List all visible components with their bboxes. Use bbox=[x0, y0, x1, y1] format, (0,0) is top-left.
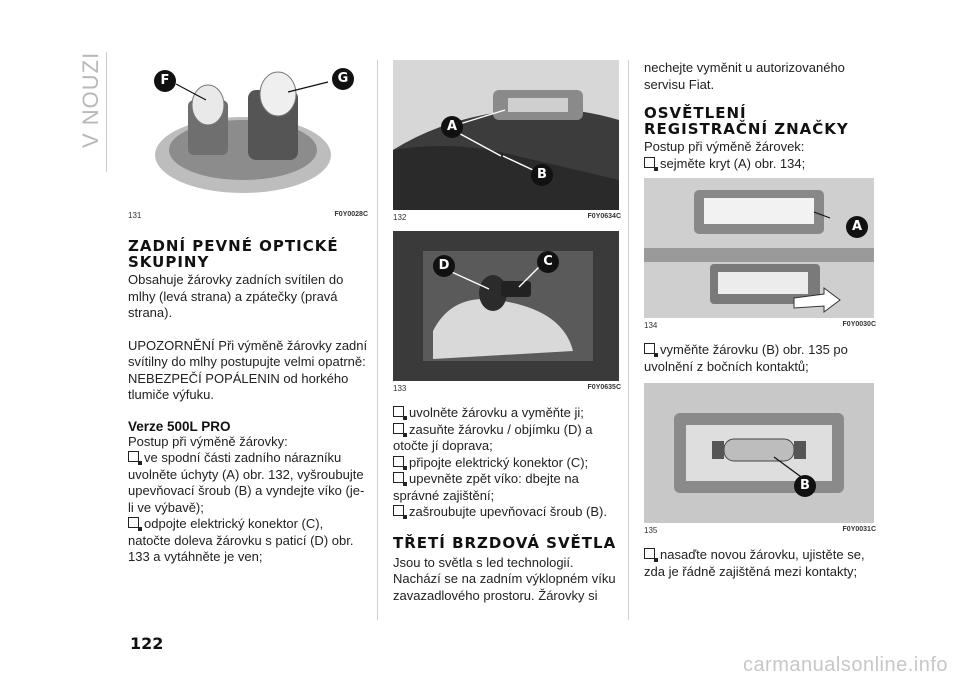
section-tab: V NOUZI bbox=[78, 51, 103, 148]
bulb-connector-illustration bbox=[423, 251, 593, 361]
bullet-icon bbox=[393, 406, 407, 420]
callout-b: B bbox=[531, 164, 553, 186]
callout-a: A bbox=[846, 216, 868, 238]
warning-paragraph: UPOZORNĚNÍ Při výměně žárovky zadní svít… bbox=[128, 337, 368, 403]
figure-134: A bbox=[644, 178, 874, 318]
section-heading: TŘETÍ BRZDOVÁ SVĚTLA bbox=[393, 533, 617, 552]
column-3: nechejte vyměnit u autorizovaného servis… bbox=[644, 60, 876, 580]
figure-caption: 135 F0Y0031C bbox=[644, 526, 876, 535]
list-item: zasuňte žárovku / objímku (D) a otočte j… bbox=[393, 421, 593, 453]
figure-133: D C bbox=[393, 231, 619, 381]
subheading: Verze 500L PRO bbox=[128, 418, 231, 434]
figure-number: 131 bbox=[128, 211, 142, 220]
bullet-icon bbox=[128, 517, 142, 531]
list-item: upevněte zpět víko: dbejte na správné za… bbox=[393, 471, 579, 503]
figure-number: 133 bbox=[393, 384, 407, 393]
figure-132: A B bbox=[393, 60, 619, 210]
figure-caption: 132 F0Y0634C bbox=[393, 213, 621, 222]
paragraph: Postup při výměně žárovky: bbox=[128, 433, 288, 449]
callout-b: B bbox=[794, 475, 816, 497]
list-item: připojte elektrický konektor (C); bbox=[393, 455, 621, 472]
bullet-icon bbox=[393, 422, 407, 437]
bullet-icon bbox=[393, 505, 407, 519]
bullet-icon bbox=[644, 548, 658, 562]
section-heading: ZADNÍ PEVNÉ OPTICKÉ SKUPINY bbox=[128, 237, 339, 271]
list-item: nasaďte novou žárovku, ujistěte se, zda … bbox=[644, 547, 865, 579]
list-item: uvolněte žárovku a vyměňte ji; bbox=[393, 405, 621, 422]
bulb-contacts-illustration bbox=[644, 383, 874, 523]
figure-code: F0Y0031C bbox=[842, 526, 876, 533]
figure-caption: 134 F0Y0030C bbox=[644, 321, 876, 330]
figure-number: 135 bbox=[644, 526, 658, 535]
bullet-icon bbox=[393, 472, 407, 486]
figure-135: B bbox=[644, 383, 874, 523]
figure-caption: 133 F0Y0635C bbox=[393, 384, 621, 393]
bullet-icon bbox=[644, 343, 658, 357]
paragraph: Postup při výměně žárovek: bbox=[644, 139, 805, 154]
list-item: vyměňte žárovku (B) obr. 135 po uvolnění… bbox=[644, 342, 848, 374]
paragraph: nechejte vyměnit u autorizovaného servis… bbox=[644, 60, 845, 92]
license-plate-light-illustration bbox=[644, 178, 874, 318]
figure-code: F0Y0635C bbox=[587, 384, 621, 391]
figure-code: F0Y0634C bbox=[587, 213, 621, 220]
figure-number: 134 bbox=[644, 321, 658, 330]
figure-code: F0Y0028C bbox=[334, 211, 368, 218]
list-item: sejměte kryt (A) obr. 134; bbox=[644, 156, 876, 173]
rear-fog-light-illustration bbox=[155, 71, 331, 193]
bullet-icon bbox=[128, 451, 142, 465]
figure-131: F G bbox=[128, 60, 366, 208]
paragraph: Jsou to světla s led technologií. Nacház… bbox=[393, 554, 616, 603]
callout-g: G bbox=[332, 68, 354, 90]
callout-f: F bbox=[154, 70, 176, 92]
page-number: 122 bbox=[130, 634, 164, 653]
figure-caption: 131 F0Y0028C bbox=[128, 211, 368, 220]
column-divider bbox=[377, 60, 378, 620]
callout-a: A bbox=[441, 116, 463, 138]
bullet-icon bbox=[644, 156, 658, 171]
bullet-icon bbox=[393, 455, 407, 470]
watermark: carmanualsonline.info bbox=[742, 654, 948, 676]
list-item: odpojte elektrický konektor (C), natočte… bbox=[128, 516, 354, 564]
callout-d: D bbox=[433, 255, 455, 277]
list-item: ve spodní části zadního nárazníku uvolně… bbox=[128, 450, 365, 515]
callout-c: C bbox=[537, 251, 559, 273]
column-2: A B 132 F0Y0634C D C 133 F0Y0635C uvolně… bbox=[393, 60, 621, 604]
column-divider bbox=[628, 60, 629, 620]
paragraph: Obsahuje žárovky zadních svítilen do mlh… bbox=[128, 272, 344, 320]
list-item: zašroubujte upevňovací šroub (B). bbox=[393, 504, 621, 521]
figure-code: F0Y0030C bbox=[842, 321, 876, 328]
figure-number: 132 bbox=[393, 213, 407, 222]
section-tab-divider bbox=[106, 52, 107, 172]
rear-bumper-illustration bbox=[393, 60, 619, 210]
column-1: F G 131 F0Y0028C ZADNÍ PEVNÉ OPTICKÉ SKU… bbox=[128, 60, 368, 566]
section-heading: OSVĚTLENÍ REGISTRAČNÍ ZNAČKY bbox=[644, 104, 849, 138]
